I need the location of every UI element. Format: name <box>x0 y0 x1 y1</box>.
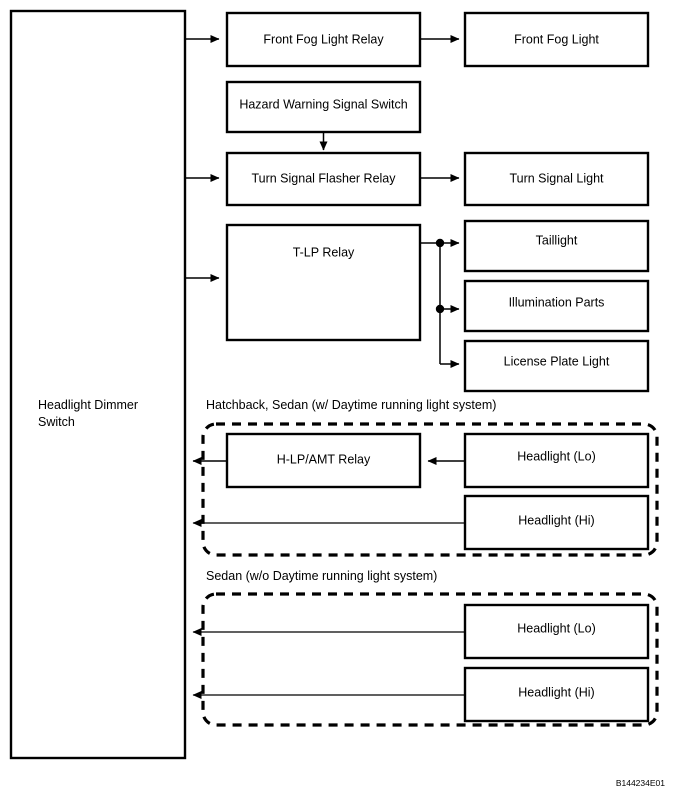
h-lp-amt-relay-box <box>225 432 422 489</box>
no-drl-group-caption: Sedan (w/o Daytime running light system) <box>206 569 437 583</box>
front-fog-light-relay-label: Front Fog Light Relay <box>263 32 384 46</box>
no-drl-group-dashed-boundary <box>201 592 659 727</box>
turn-signal-flasher-relay-box <box>225 151 422 207</box>
front-fog-light-box <box>463 11 650 68</box>
taillight-block: Taillight <box>463 219 650 273</box>
illumination-parts-block: Illumination Parts <box>463 279 650 333</box>
illumination-parts-box <box>463 279 650 333</box>
drl-group-caption: Hatchback, Sedan (w/ Daytime running lig… <box>206 398 496 412</box>
drl-group-dashed-boundary <box>201 422 659 557</box>
taillight-box <box>463 219 650 273</box>
turn-signal-light-block: Turn Signal Light <box>463 151 650 207</box>
hazard-warning-signal-switch-box <box>225 80 422 134</box>
front-fog-light-label: Front Fog Light <box>514 32 599 46</box>
figure-reference-code: B144234E01 <box>616 778 665 788</box>
license-plate-light-block: License Plate Light <box>463 339 650 393</box>
t-lp-relay-block: T-LP Relay <box>225 223 422 342</box>
front-fog-light-relay-box <box>225 11 422 68</box>
t-lp-relay-box <box>225 223 422 342</box>
headlight-hi-nodrl-block: Headlight (Hi) <box>463 666 650 723</box>
junction-dot-taillight <box>435 238 445 248</box>
headlight-hi-drl-block: Headlight (Hi) <box>463 494 650 551</box>
headlight-lo-nodrl-label: Headlight (Lo) <box>517 621 596 635</box>
hazard-warning-signal-switch-label: Hazard Warning Signal Switch <box>239 97 407 111</box>
headlight-lo-nodrl-block: Headlight (Lo) <box>463 603 650 660</box>
taillight-label: Taillight <box>536 233 578 247</box>
headlight-hi-nodrl-label: Headlight (Hi) <box>518 685 594 699</box>
headlight-hi-drl-label: Headlight (Hi) <box>518 513 594 527</box>
front-fog-light-block: Front Fog Light <box>463 11 650 68</box>
headlight-hi-nodrl-box <box>463 666 650 723</box>
headlight-lo-drl-box <box>463 432 650 489</box>
headlight-dimmer-switch-label-line1: Headlight Dimmer <box>38 398 138 412</box>
headlight-lo-drl-block: Headlight (Lo) <box>463 432 650 489</box>
hazard-warning-signal-switch-block: Hazard Warning Signal Switch <box>225 80 422 134</box>
illumination-parts-label: Illumination Parts <box>509 295 605 309</box>
turn-signal-flasher-relay-label: Turn Signal Flasher Relay <box>251 171 396 185</box>
headlight-hi-drl-box <box>463 494 650 551</box>
h-lp-amt-relay-block: H-LP/AMT Relay <box>225 432 422 489</box>
turn-signal-light-label: Turn Signal Light <box>509 171 604 185</box>
license-plate-light-label: License Plate Light <box>504 354 610 368</box>
front-fog-light-relay-block: Front Fog Light Relay <box>225 11 422 68</box>
headlight-dimmer-switch-box <box>9 9 187 760</box>
license-plate-light-box <box>463 339 650 393</box>
headlight-dimmer-switch-label-line2: Switch <box>38 415 75 429</box>
headlight-lo-nodrl-box <box>463 603 650 660</box>
h-lp-amt-relay-label: H-LP/AMT Relay <box>277 452 371 466</box>
t-lp-relay-label: T-LP Relay <box>293 245 355 259</box>
turn-signal-flasher-relay-block: Turn Signal Flasher Relay <box>225 151 422 207</box>
headlight-lo-drl-label: Headlight (Lo) <box>517 449 596 463</box>
headlight-dimmer-switch-block: Headlight Dimmer Switch <box>9 9 187 760</box>
junction-dot-illumination-parts <box>435 304 445 314</box>
turn-signal-light-box <box>463 151 650 207</box>
